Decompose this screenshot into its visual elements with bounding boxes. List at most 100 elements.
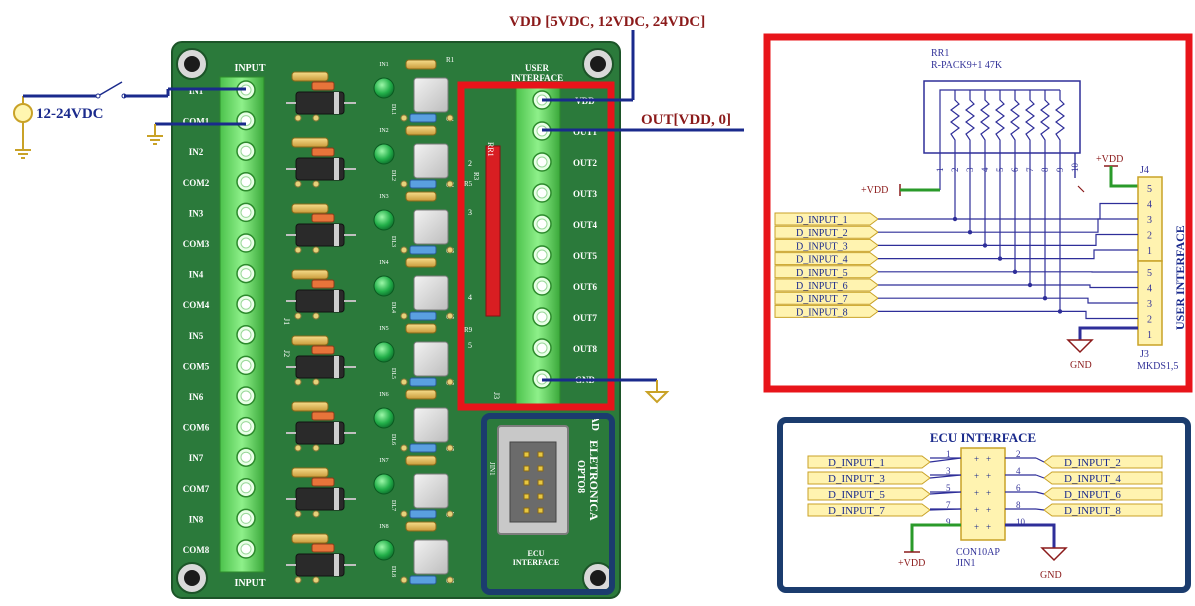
terminal-screw <box>236 294 256 314</box>
input-screw-group <box>236 80 256 559</box>
input-pin-label: IN1 <box>189 86 204 96</box>
zener-diode <box>311 147 335 157</box>
zener-diode <box>311 543 335 553</box>
mounting-hole <box>176 562 208 594</box>
resistor-element <box>1040 90 1050 153</box>
input-channel: IN8C8DL8 <box>286 521 455 585</box>
user-interface-schematic: RR1 R-PACK9+1 47K 12345678910 +VDD +VDD … <box>774 48 1187 372</box>
ecu-left-net-text: D_INPUT_7 <box>828 505 885 517</box>
input-pin-label: IN3 <box>189 208 204 218</box>
resistor <box>405 389 437 400</box>
jin1-ref: JIN1 <box>956 558 975 569</box>
optocoupler <box>413 209 449 245</box>
terminal-screw <box>532 307 552 327</box>
ecu-gnd-label: GND <box>1040 570 1062 581</box>
switch-lever <box>97 81 123 97</box>
terminal-screw <box>236 141 256 161</box>
ref-j1: J1 <box>282 318 291 325</box>
supply-label: 12-24VDC <box>36 106 104 122</box>
ecu-right-pin-number: 10 <box>1016 517 1026 527</box>
terminal-screw <box>236 355 256 376</box>
resistor <box>291 467 329 478</box>
j3-pin-number: 2 <box>1147 315 1152 326</box>
pcb-number: 4 <box>468 293 472 302</box>
user-interface-connector-title: USER INTERFACE <box>1173 225 1187 330</box>
input-header-top: INPUT <box>234 63 265 74</box>
optocoupler <box>413 539 449 575</box>
status-led <box>373 341 395 363</box>
capacitor <box>409 377 437 387</box>
silkscreen-model: OPTO8 <box>575 460 586 493</box>
pcb-number: 2 <box>468 159 472 168</box>
terminal-screw <box>236 110 256 131</box>
resistor <box>291 335 329 346</box>
capacitor <box>409 443 437 453</box>
zener-diode <box>311 279 335 289</box>
diode-ref: DL3 <box>390 236 396 247</box>
pin-dot: + <box>974 505 979 515</box>
ecu-right-net-text: D_INPUT_2 <box>1064 457 1121 469</box>
resistor <box>291 401 329 412</box>
optocoupler <box>413 341 449 377</box>
resistor-element <box>1025 90 1035 153</box>
input-net-label <box>774 252 879 266</box>
mounting-hole <box>582 48 614 80</box>
input-net-label <box>774 212 879 226</box>
capacitor <box>409 245 437 255</box>
connector-pin <box>523 451 530 458</box>
resistor <box>405 191 437 202</box>
resistor-element <box>965 90 975 153</box>
capacitor <box>409 575 437 585</box>
rr1-ref: RR1 <box>931 48 949 59</box>
resistor <box>405 257 437 268</box>
input-net-label <box>774 265 879 279</box>
rr1-schematic-body <box>923 80 1081 154</box>
input-pin-label: COM1 <box>183 117 210 127</box>
connector-pin <box>537 451 544 458</box>
terminal-screw <box>236 478 256 498</box>
input-channel: IN5C5DL5 <box>286 323 455 387</box>
status-led <box>373 143 395 165</box>
output-pin-label: OUT6 <box>573 282 598 292</box>
j4-pin-number: 1 <box>1147 246 1152 257</box>
input-pin-label: IN7 <box>189 453 204 463</box>
output-screw-group <box>532 90 552 389</box>
j3-pin-number: 1 <box>1147 330 1152 341</box>
mounting-hole <box>176 48 208 80</box>
output-pin-label: OUT8 <box>573 344 598 354</box>
led-label: IN7 <box>379 458 388 464</box>
vdd-top-label: VDD [5VDC, 12VDC, 24VDC] <box>509 14 705 30</box>
ecu-vdd-label: +VDD <box>898 558 925 569</box>
terminal-screw <box>532 214 552 234</box>
j4-pin-number: 3 <box>1147 215 1152 226</box>
j3-connector <box>1137 260 1163 346</box>
output-pin-label: OUT7 <box>573 313 598 323</box>
output-pin-label: OUT4 <box>573 220 598 230</box>
diode-ref: DL1 <box>390 104 396 115</box>
terminal-screw <box>236 202 256 223</box>
supply-source-symbol <box>13 103 33 123</box>
optocoupler <box>413 143 449 179</box>
diode-ref: DL2 <box>390 170 396 181</box>
connector-pin <box>523 507 530 514</box>
terminal-screw <box>236 447 256 467</box>
j4-pin-number: 5 <box>1147 184 1152 195</box>
ecu-right-pin-number: 8 <box>1016 500 1021 510</box>
input-net-text: D_INPUT_4 <box>796 255 848 266</box>
terminal-screw <box>236 508 256 529</box>
user-interface-highlight <box>457 81 615 411</box>
capacitor <box>409 509 437 519</box>
led-label: IN8 <box>379 524 388 530</box>
resistor-element <box>1055 90 1065 153</box>
ref-j2: J2 <box>282 350 291 357</box>
j4-ref: J4 <box>1140 165 1149 176</box>
j3-pin-number: 5 <box>1147 268 1152 279</box>
input-channel: IN3C3DL3 <box>286 191 455 255</box>
status-led <box>373 473 395 495</box>
ecu-left-net-text: D_INPUT_3 <box>828 473 885 485</box>
status-led <box>373 539 395 561</box>
input-pin-label: COM4 <box>183 300 210 310</box>
resistor-element <box>980 90 990 153</box>
